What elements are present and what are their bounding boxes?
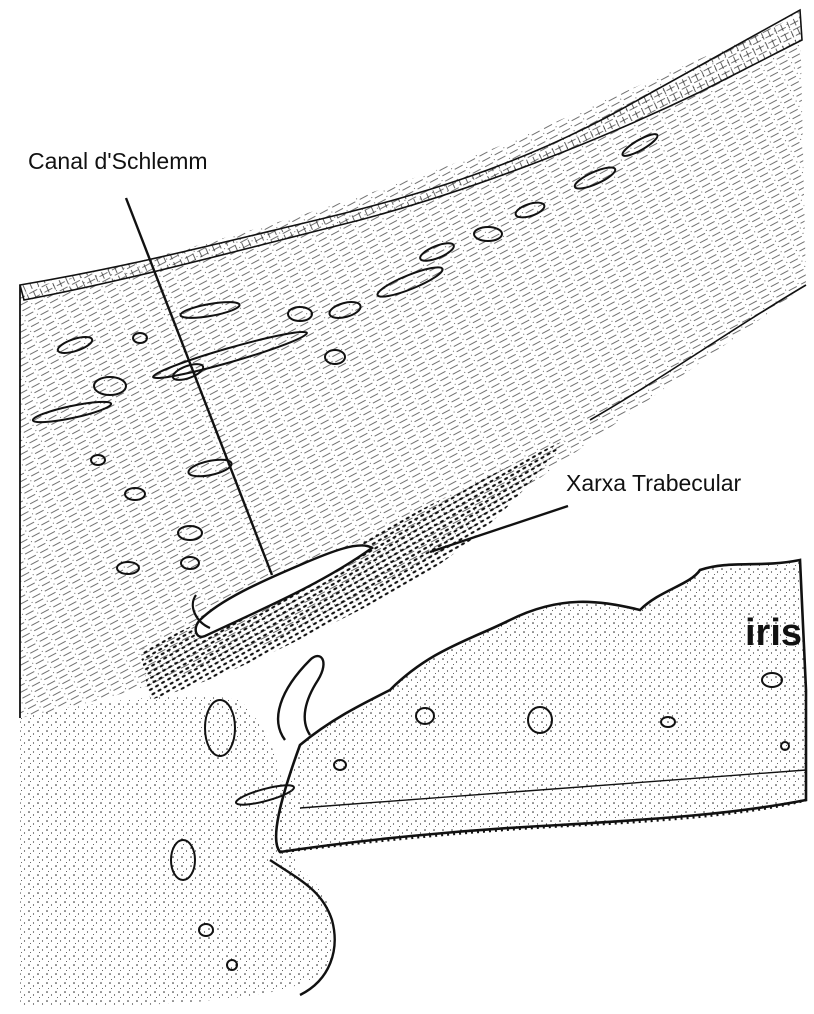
canal-schlemm-label: Canal d'Schlemm xyxy=(28,148,208,175)
trabecular-meshwork-label: Xarxa Trabecular xyxy=(566,470,741,497)
iris-root xyxy=(278,656,323,740)
iris-label: iris xyxy=(745,612,802,655)
